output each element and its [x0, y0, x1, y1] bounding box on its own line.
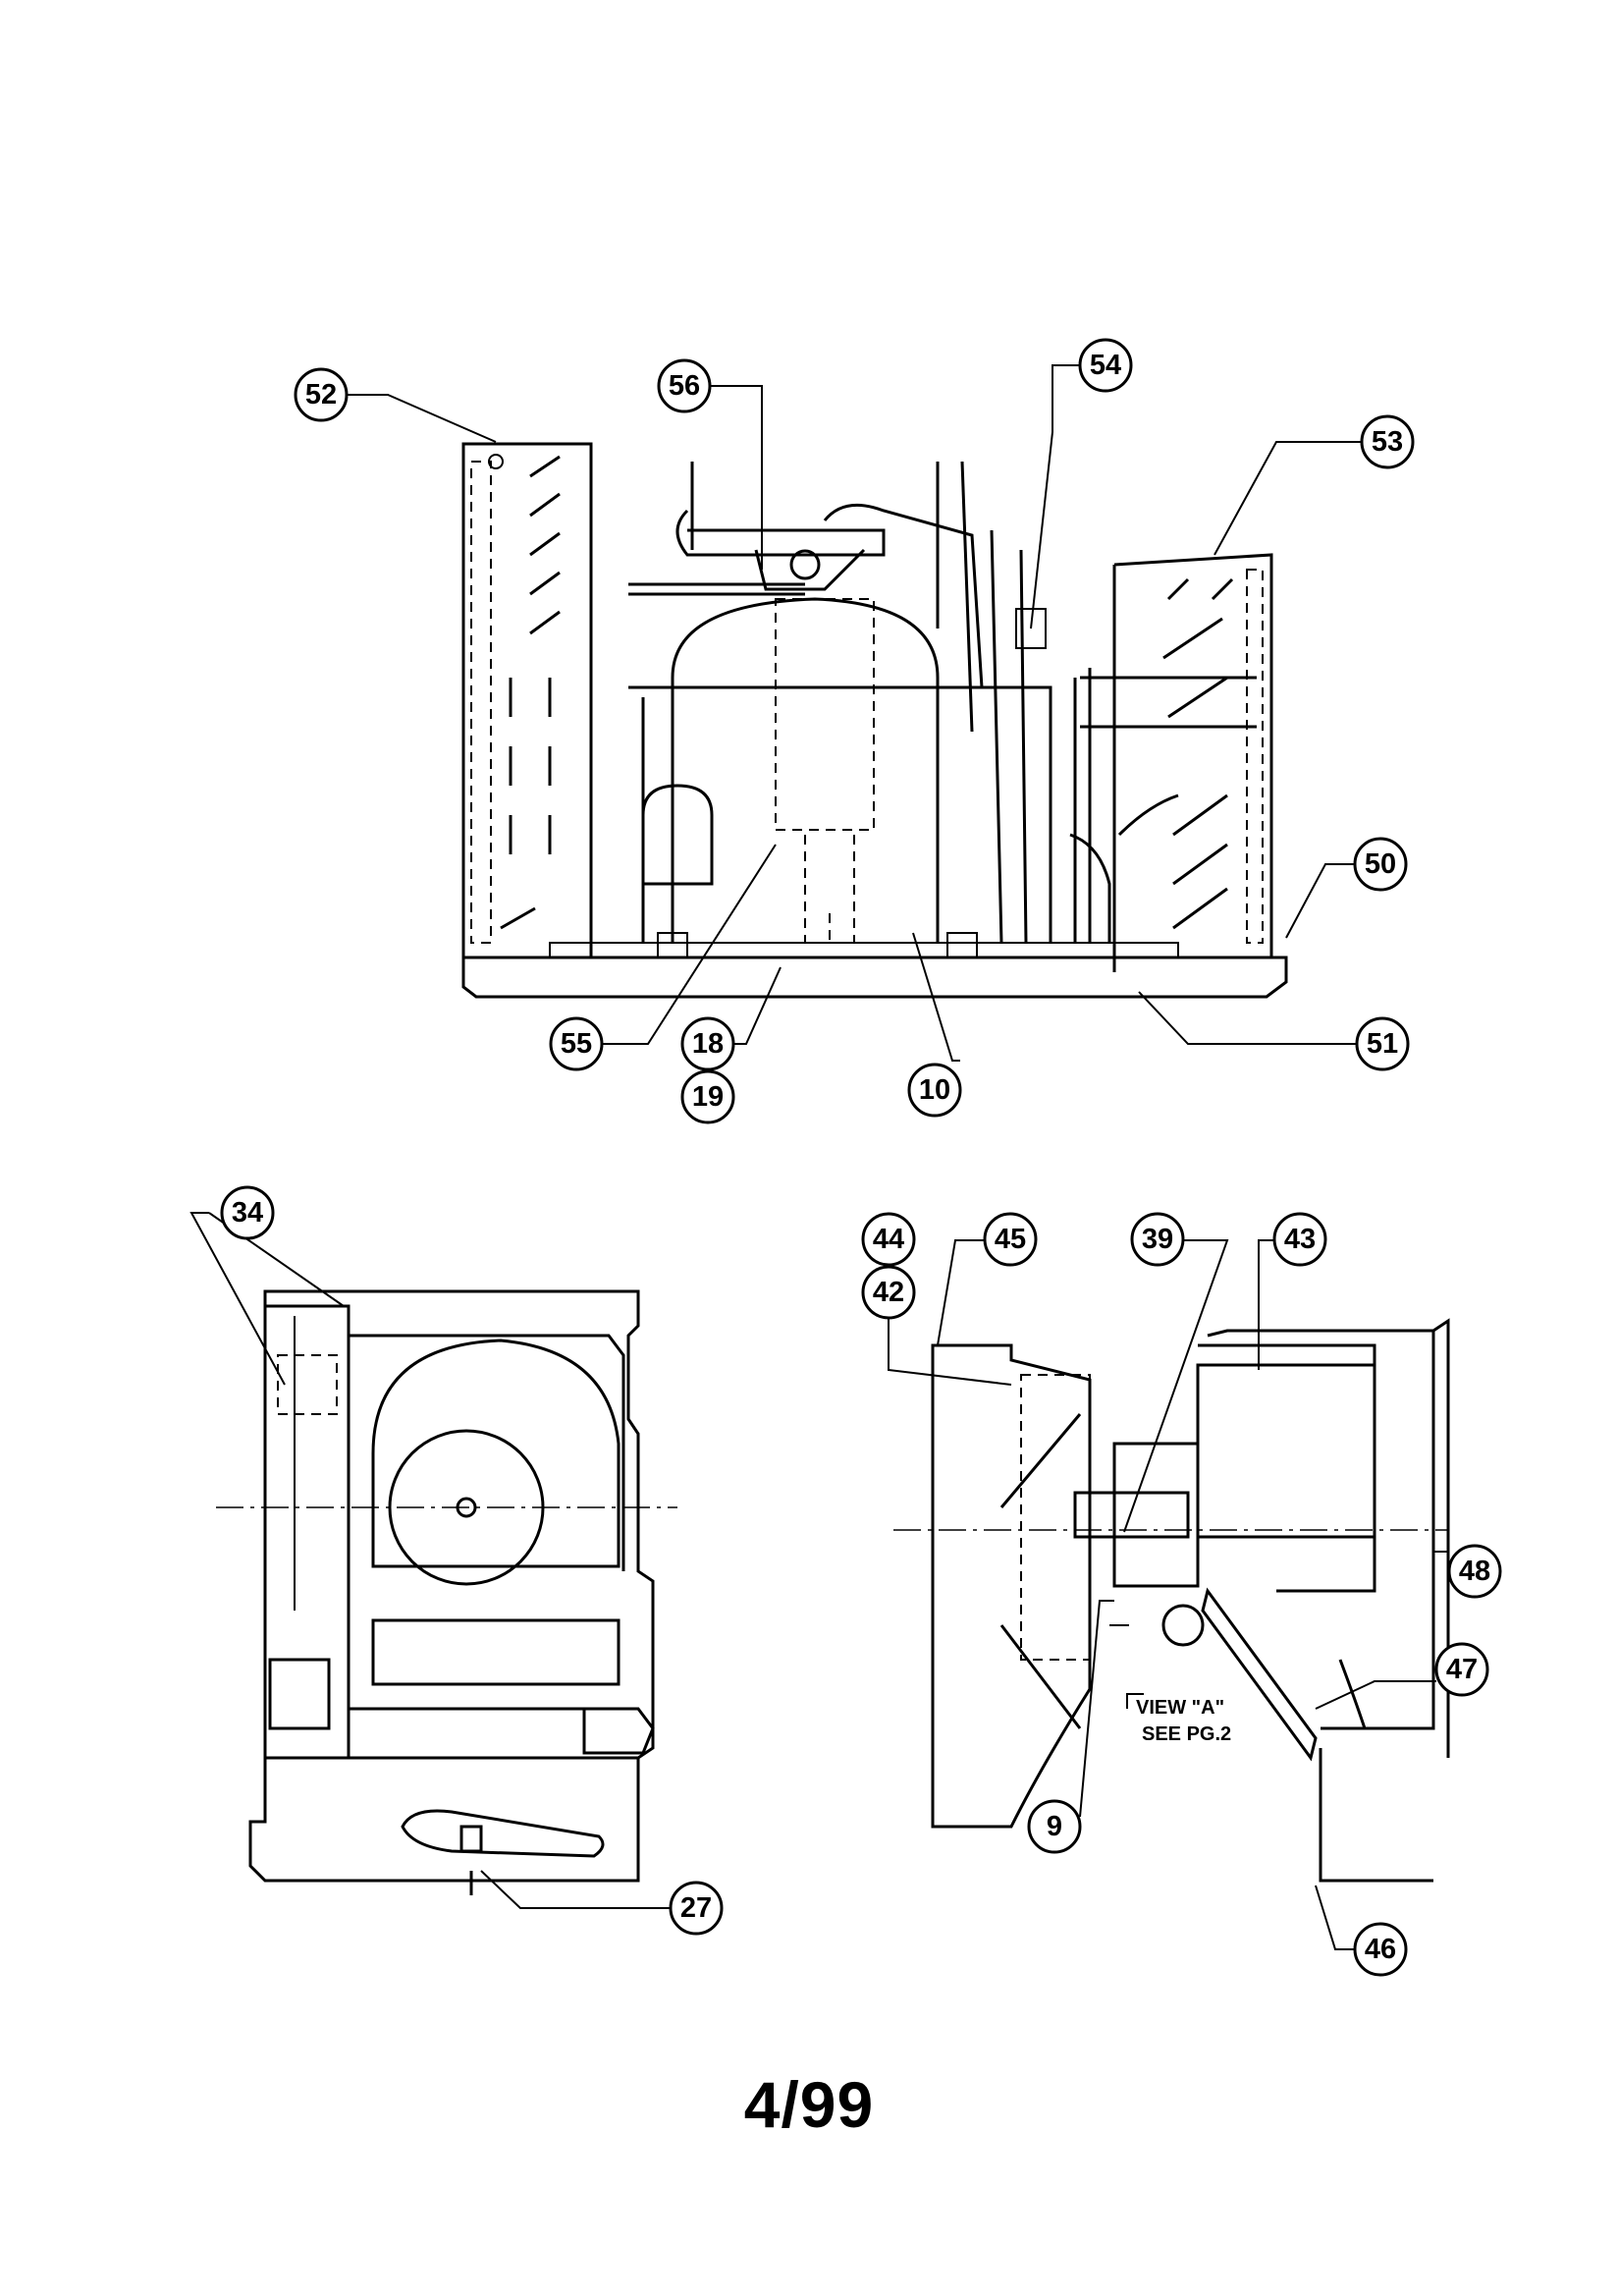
svg-text:45: 45: [995, 1224, 1026, 1255]
callout-39: 39: [1130, 1212, 1185, 1267]
svg-text:56: 56: [669, 370, 700, 402]
page-code: 4/99: [743, 2068, 875, 2141]
svg-text:47: 47: [1446, 1654, 1478, 1685]
callout-53: 53: [1360, 414, 1415, 469]
callout-34: 34: [220, 1185, 275, 1240]
svg-text:46: 46: [1365, 1934, 1396, 1965]
svg-text:50: 50: [1365, 848, 1396, 880]
svg-text:34: 34: [232, 1197, 263, 1229]
callout-54: 54: [1078, 338, 1133, 393]
svg-text:19: 19: [692, 1081, 724, 1113]
callout-47: 47: [1434, 1642, 1489, 1697]
svg-text:10: 10: [919, 1074, 950, 1106]
svg-text:51: 51: [1367, 1028, 1398, 1060]
svg-text:44: 44: [873, 1224, 904, 1255]
svg-text:18: 18: [692, 1028, 724, 1060]
callout-50: 50: [1353, 837, 1408, 892]
svg-text:9: 9: [1047, 1811, 1062, 1842]
callout-51: 51: [1355, 1016, 1410, 1071]
leader-lines: [189, 364, 1448, 1950]
svg-text:52: 52: [305, 379, 337, 410]
svg-text:39: 39: [1142, 1224, 1173, 1255]
callout-10: 10: [907, 1063, 962, 1118]
svg-text:54: 54: [1090, 350, 1121, 381]
svg-text:48: 48: [1459, 1556, 1490, 1587]
callout-56: 56: [657, 358, 712, 413]
svg-text:27: 27: [680, 1892, 712, 1924]
view-a-label: VIEW "A": [1136, 1697, 1224, 1719]
fan-motor-view: [893, 1318, 1450, 1883]
callout-55: 55: [549, 1016, 604, 1071]
callout-48: 48: [1447, 1544, 1502, 1599]
svg-text:42: 42: [873, 1277, 904, 1308]
callout-45: 45: [983, 1212, 1038, 1267]
svg-text:55: 55: [561, 1028, 592, 1060]
callout-18: 18: [680, 1016, 735, 1071]
callout-27: 27: [669, 1881, 724, 1936]
callout-9: 9: [1027, 1799, 1082, 1854]
compressor-assembly-view: [461, 442, 1288, 999]
callout-46: 46: [1353, 1922, 1408, 1977]
blower-housing-view: [216, 1289, 677, 1895]
svg-text:53: 53: [1372, 426, 1403, 458]
callout-44: 44: [861, 1212, 916, 1267]
svg-text:43: 43: [1284, 1224, 1316, 1255]
callout-42: 42: [861, 1265, 916, 1320]
callout-19: 19: [680, 1069, 735, 1124]
callout-52: 52: [294, 367, 349, 422]
view-a-reference: SEE PG.2: [1142, 1723, 1231, 1745]
callout-43: 43: [1272, 1212, 1327, 1267]
view-a-note: VIEW "A" SEE PG.2: [1126, 1693, 1231, 1745]
